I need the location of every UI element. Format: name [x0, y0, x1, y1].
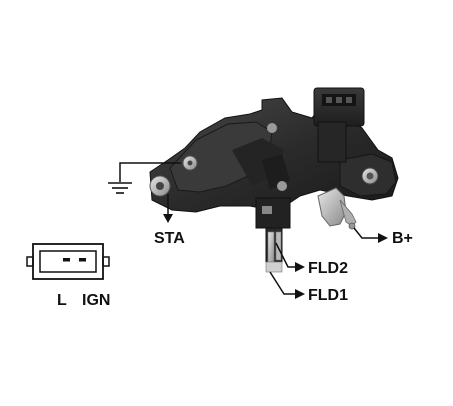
b-plus-lead	[353, 227, 388, 243]
sta-label: STA	[154, 230, 185, 247]
voltage-regulator-image	[149, 87, 399, 273]
arrow-icon	[378, 233, 388, 243]
fld2-lead	[275, 242, 305, 272]
fld1-label: FLD1	[308, 287, 348, 304]
arrow-icon	[163, 214, 173, 223]
arrow-icon	[295, 289, 305, 299]
connector-pinout-icon	[26, 243, 110, 280]
ground-icon	[108, 182, 132, 194]
b-plus-label: B+	[392, 230, 413, 247]
pin-ign-label: IGN	[82, 292, 111, 309]
fld2-label: FLD2	[308, 260, 348, 277]
fld1-lead	[269, 271, 305, 299]
sta-lead	[163, 194, 173, 223]
arrow-icon	[295, 262, 305, 272]
pin-l-label: L	[57, 292, 67, 309]
ground-lead	[119, 162, 181, 182]
